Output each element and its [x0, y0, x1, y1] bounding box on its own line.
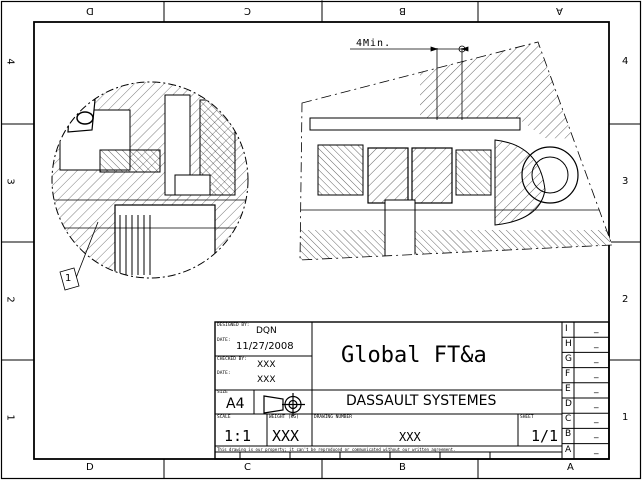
revision-value: _	[594, 445, 599, 455]
date-value: 11/27/2008	[236, 341, 294, 352]
zone-col-bottom-b: B	[399, 462, 406, 473]
designed-by-value: DQN	[256, 326, 277, 336]
weight-value: XXX	[272, 427, 300, 445]
dimension-4min	[350, 45, 469, 120]
size-label: SIZE	[217, 390, 228, 395]
sheet-value: 1/1	[531, 427, 559, 445]
zone-col-top-a: A	[556, 5, 563, 16]
zone-row-right-4: 4	[622, 56, 629, 67]
revision-letter: B	[565, 429, 572, 439]
sheet-label: SHEET	[520, 415, 534, 420]
title-block-grid	[214, 321, 610, 460]
revision-letter: C	[565, 414, 572, 424]
scale-label: SCALE	[217, 415, 231, 420]
zone-col-bottom-a: A	[567, 462, 574, 473]
revision-value: _	[594, 339, 599, 349]
revision-value: _	[594, 384, 599, 394]
zone-row-left-1: 1	[4, 414, 16, 421]
revision-letter: H	[565, 339, 572, 349]
zone-row-left-2: 2	[4, 296, 16, 303]
zone-col-bottom-d: D	[86, 462, 94, 473]
size-value: A4	[226, 396, 245, 412]
revision-letter: G	[565, 354, 572, 364]
revision-letter: A	[565, 445, 572, 455]
section-view	[299, 41, 613, 261]
balloon-label: 1	[65, 273, 72, 284]
revision-value: _	[594, 324, 599, 334]
revision-value: _	[594, 354, 599, 364]
drawing-title: Global FT&a	[341, 343, 487, 368]
dimension-label: 4Min.	[356, 38, 392, 49]
drawing-number-label: DRAWING NUMBER	[314, 415, 352, 420]
revision-value: _	[594, 399, 599, 409]
zone-col-bottom-c: C	[244, 462, 251, 473]
drawing-number-value: XXX	[399, 430, 421, 444]
revision-letter: F	[565, 369, 571, 379]
weight-label: WEIGHT (kg)	[269, 415, 299, 420]
zone-row-left-3: 3	[4, 178, 16, 185]
revision-letter: I	[565, 324, 568, 334]
balloon-leader	[75, 221, 99, 279]
zone-col-top-b: B	[399, 5, 406, 16]
projection-symbol-icon	[263, 393, 305, 416]
balloon-frame	[59, 267, 80, 291]
zone-row-right-3: 3	[622, 176, 629, 187]
revision-letter: E	[565, 384, 571, 394]
date2-value: XXX	[257, 375, 276, 385]
date2-label: DATE:	[217, 371, 231, 376]
property-disclaimer: This drawing is our property; it can't b…	[217, 447, 456, 452]
checked-by-value: XXX	[257, 360, 276, 370]
zone-row-left-4: 4	[4, 58, 16, 65]
scale-value: 1:1	[224, 427, 252, 445]
checked-by-label: CHECKED BY:	[217, 357, 247, 362]
revision-value: _	[594, 369, 599, 379]
detail-view-circle	[51, 81, 249, 279]
designed-by-label: DESIGNED BY:	[217, 323, 250, 328]
revision-letter: D	[565, 399, 572, 409]
revision-value: _	[594, 414, 599, 424]
zone-col-top-c: C	[244, 5, 251, 16]
zone-row-right-1: 1	[622, 412, 629, 423]
zone-col-top-d: D	[86, 5, 94, 16]
company-name: DASSAULT SYSTEMES	[346, 393, 497, 409]
revision-value: _	[594, 429, 599, 439]
zone-row-right-2: 2	[622, 294, 629, 305]
date-label: DATE:	[217, 338, 231, 343]
